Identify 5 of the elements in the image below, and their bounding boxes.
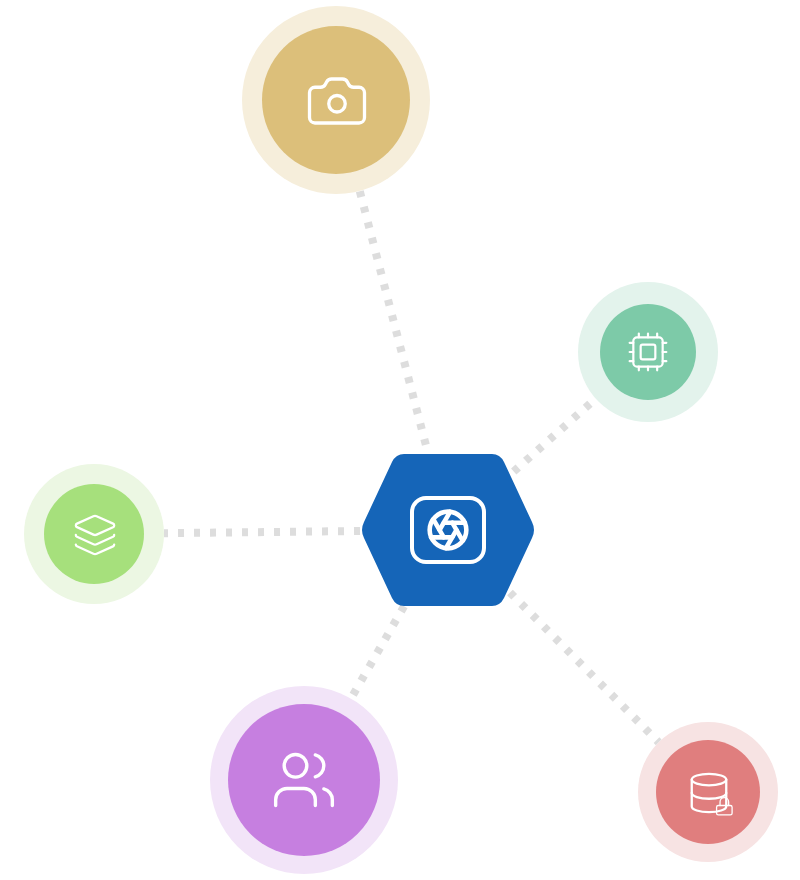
dotted-connector xyxy=(347,604,408,701)
dotted-connector xyxy=(355,189,430,446)
dotted-connector xyxy=(507,589,662,746)
hexagon-badge xyxy=(360,450,536,610)
dotted-connector xyxy=(163,527,361,538)
